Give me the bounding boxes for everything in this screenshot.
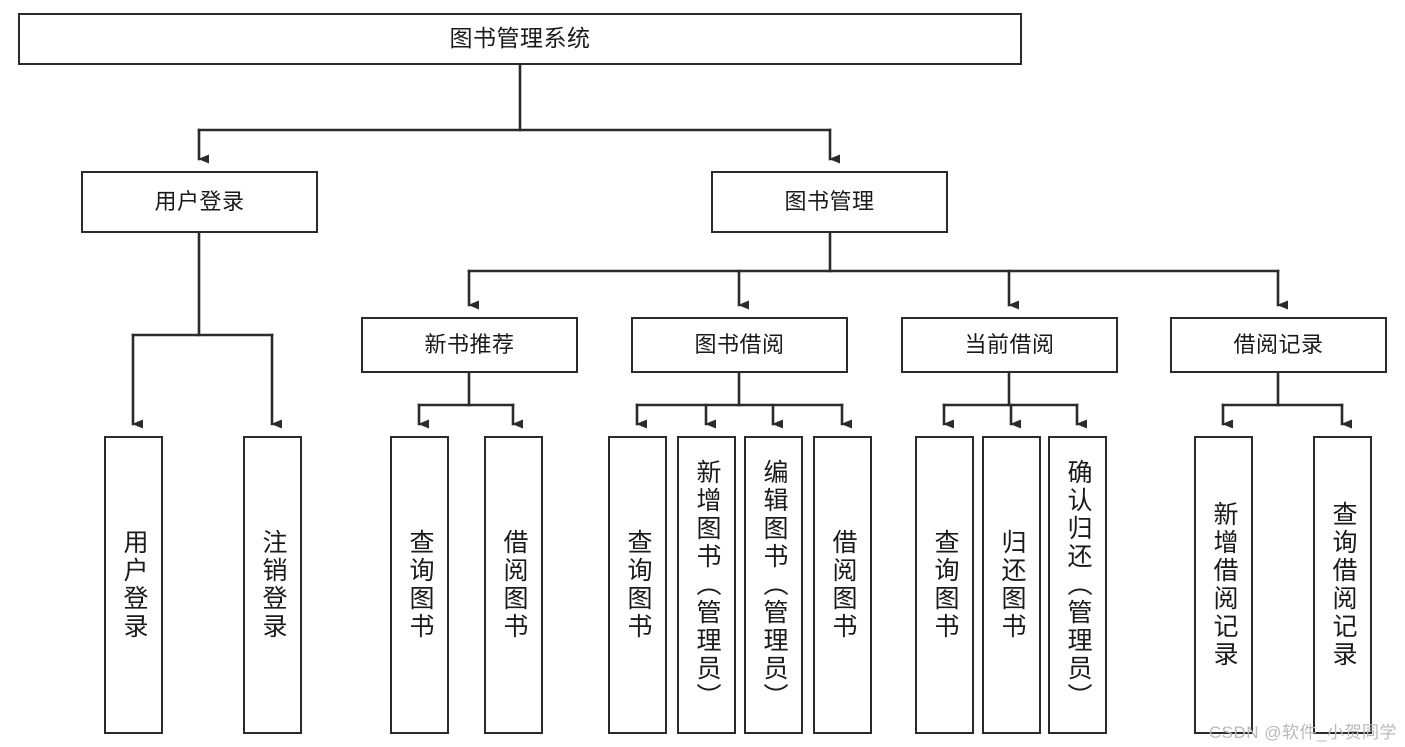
leaf-add-record-label: 新增借阅记录 [1210, 501, 1238, 669]
leaf-user-logout[interactable]: 注销登录 [243, 436, 302, 734]
leaf-edit-book[interactable]: 编辑图书（管理员） [744, 436, 803, 734]
node-borrow-record-label: 借阅记录 [1233, 332, 1324, 358]
node-current-borrow-label: 当前借阅 [964, 332, 1055, 358]
leaf-add-book-label: 新增图书（管理员） [693, 459, 721, 711]
leaf-confirm-return[interactable]: 确认归还（管理员） [1048, 436, 1107, 734]
leaf-user-login-label: 用户登录 [120, 529, 148, 641]
leaf-query-book-cur[interactable]: 查询图书 [915, 436, 974, 734]
node-book-borrow-label: 图书借阅 [694, 332, 785, 358]
node-user-login[interactable]: 用户登录 [81, 171, 318, 233]
leaf-borrow-book-rec[interactable]: 借阅图书 [484, 436, 543, 734]
node-current-borrow[interactable]: 当前借阅 [901, 317, 1118, 373]
leaf-query-book-rec-label: 查询图书 [406, 529, 434, 641]
node-book-manage-label: 图书管理 [784, 189, 875, 215]
node-book-borrow[interactable]: 图书借阅 [631, 317, 848, 373]
leaf-return-book-label: 归还图书 [998, 529, 1026, 641]
leaf-edit-book-label: 编辑图书（管理员） [760, 459, 788, 711]
node-book-manage[interactable]: 图书管理 [711, 171, 948, 233]
leaf-borrow-book[interactable]: 借阅图书 [813, 436, 872, 734]
node-root-label: 图书管理系统 [449, 25, 591, 52]
leaf-user-login[interactable]: 用户登录 [104, 436, 163, 734]
node-borrow-record[interactable]: 借阅记录 [1170, 317, 1387, 373]
leaf-query-book[interactable]: 查询图书 [608, 436, 667, 734]
leaf-query-record-label: 查询借阅记录 [1329, 501, 1357, 669]
leaf-query-book-label: 查询图书 [624, 529, 652, 641]
leaf-borrow-book-rec-label: 借阅图书 [500, 529, 528, 641]
node-user-login-label: 用户登录 [154, 189, 245, 215]
leaf-add-book[interactable]: 新增图书（管理员） [677, 436, 736, 734]
leaf-query-book-rec[interactable]: 查询图书 [390, 436, 449, 734]
leaf-confirm-return-label: 确认归还（管理员） [1064, 459, 1092, 711]
node-new-book-recommend-label: 新书推荐 [424, 332, 515, 358]
leaf-query-record[interactable]: 查询借阅记录 [1313, 436, 1372, 734]
leaf-borrow-book-label: 借阅图书 [829, 529, 857, 641]
leaf-query-book-cur-label: 查询图书 [931, 529, 959, 641]
watermark-text: CSDN @软件_小贺同学 [1208, 723, 1397, 742]
leaf-return-book[interactable]: 归还图书 [982, 436, 1041, 734]
node-root[interactable]: 图书管理系统 [18, 13, 1022, 65]
leaf-add-record[interactable]: 新增借阅记录 [1194, 436, 1253, 734]
leaf-user-logout-label: 注销登录 [259, 529, 287, 641]
node-new-book-recommend[interactable]: 新书推荐 [361, 317, 578, 373]
